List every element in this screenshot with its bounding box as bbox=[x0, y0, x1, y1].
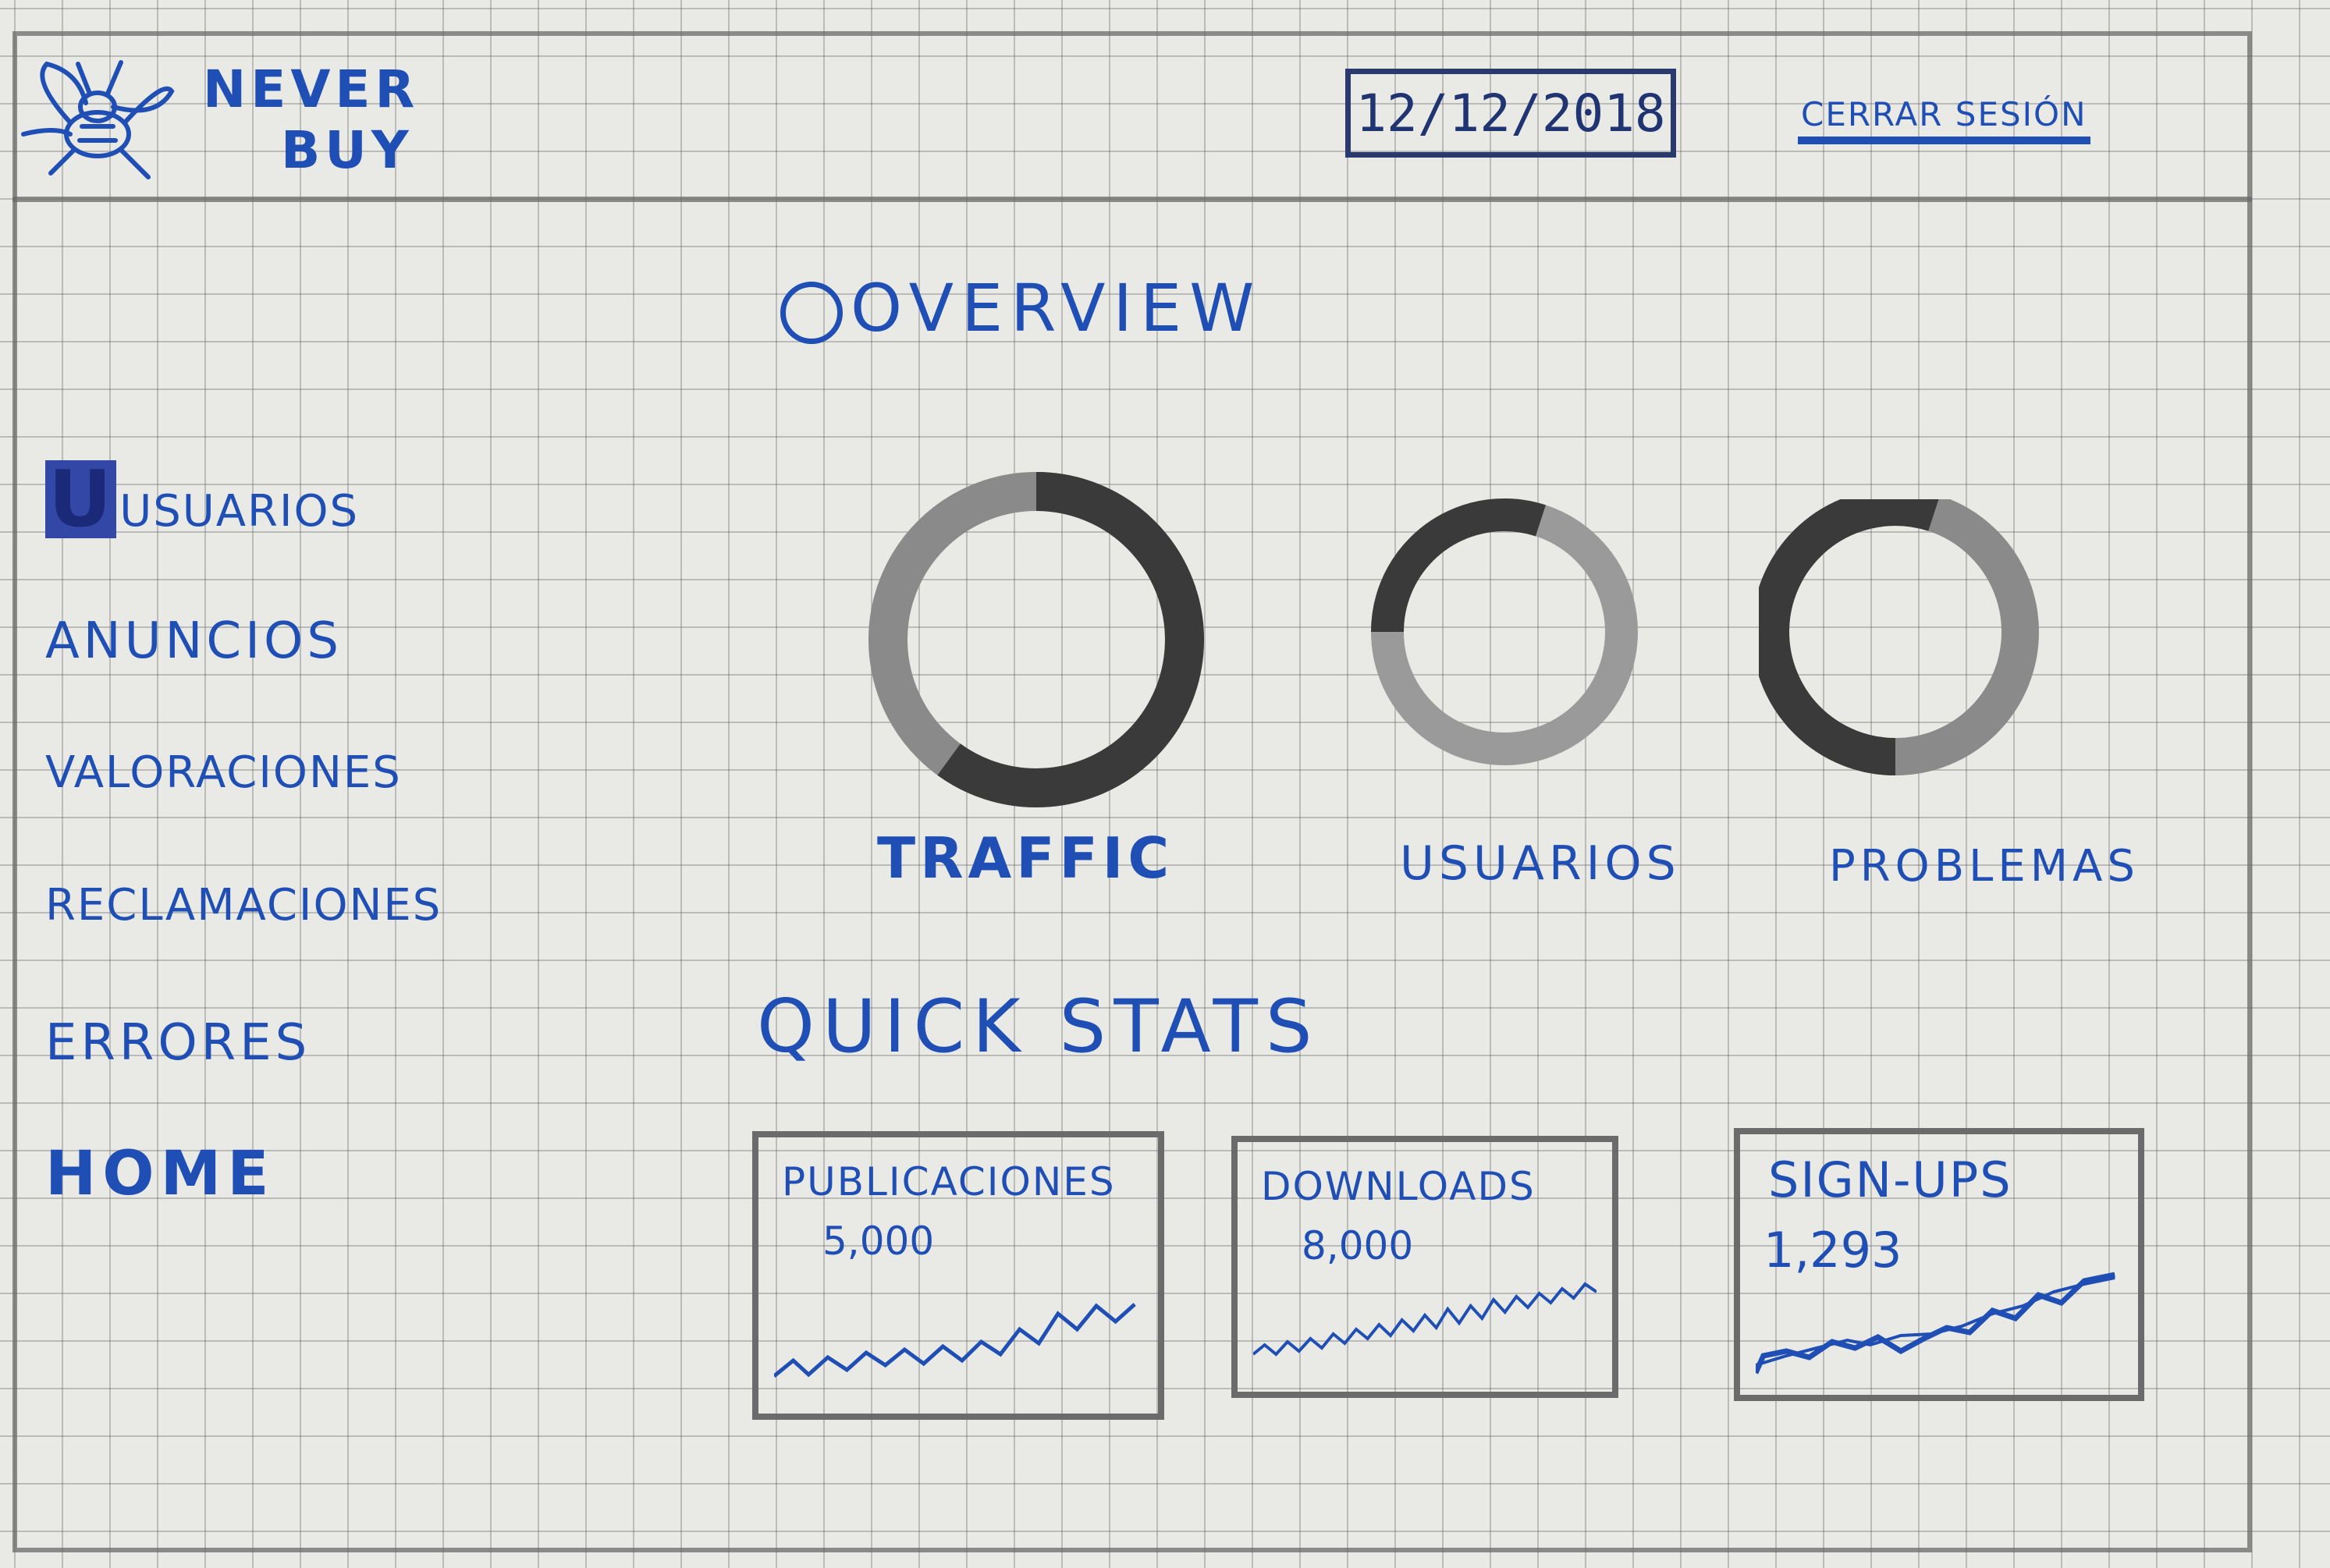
stat-value: 1,293 bbox=[1763, 1222, 1902, 1279]
sidebar-item-reclamaciones[interactable]: RECLAMACIONES bbox=[45, 880, 442, 931]
sidebar-item-anuncios[interactable]: ANUNCIOS bbox=[45, 612, 343, 670]
wireframe-border bbox=[12, 31, 2252, 1552]
logo-text-never: NEVER bbox=[203, 59, 420, 119]
logo-text-buy: BUY bbox=[281, 120, 414, 180]
traffic-donut-svg bbox=[868, 472, 1204, 807]
publicaciones-stat-card[interactable]: PUBLICACIONES 5,000 bbox=[752, 1131, 1164, 1420]
logout-link[interactable]: CERRAR SESIÓN bbox=[1798, 95, 2090, 144]
usuarios-initial-badge: U bbox=[45, 460, 117, 538]
sidebar-item-label: USUARIOS bbox=[119, 486, 360, 537]
overview-heading: OVERVIEW bbox=[780, 270, 1262, 346]
stat-label: PUBLICACIONES bbox=[782, 1159, 1116, 1204]
donut-fill bbox=[868, 472, 1204, 807]
stat-label: DOWNLOADS bbox=[1261, 1164, 1536, 1209]
date-display[interactable]: 12/12/2018 bbox=[1345, 69, 1676, 158]
header-divider bbox=[12, 197, 2252, 202]
bee-logo-icon bbox=[21, 60, 175, 179]
sidebar-item-errores[interactable]: ERRORES bbox=[45, 1014, 311, 1072]
publicaciones-sparkline bbox=[774, 1303, 1136, 1378]
sidebar-item-valoraciones[interactable]: VALORACIONES bbox=[45, 747, 402, 798]
traffic-label: TRAFFIC bbox=[877, 825, 1174, 891]
donut-fill bbox=[1371, 498, 1638, 765]
donut-fill bbox=[1752, 488, 2039, 775]
stat-value: 8,000 bbox=[1302, 1223, 1414, 1268]
app-logo[interactable]: NEVER BUY bbox=[16, 48, 453, 197]
quick-stats-heading: QUICK STATS bbox=[757, 984, 1320, 1070]
downloads-sparkline bbox=[1253, 1282, 1597, 1357]
usuarios-donut-svg bbox=[1371, 498, 1638, 765]
signups-sparkline bbox=[1756, 1272, 2115, 1375]
traffic-donut-chart[interactable] bbox=[857, 460, 1216, 819]
signups-stat-card[interactable]: SIGN-UPS 1,293 bbox=[1734, 1128, 2144, 1401]
problemas-donut-chart[interactable] bbox=[1752, 488, 2118, 858]
usuarios-label: USUARIOS bbox=[1400, 836, 1681, 891]
problemas-donut-svg bbox=[1752, 488, 2039, 775]
downloads-stat-card[interactable]: DOWNLOADS 8,000 bbox=[1231, 1136, 1618, 1398]
stat-value: 5,000 bbox=[822, 1219, 935, 1264]
usuarios-donut-chart[interactable] bbox=[1341, 491, 1700, 850]
sidebar-item-home[interactable]: HOME bbox=[45, 1139, 275, 1209]
stat-label: SIGN-UPS bbox=[1768, 1151, 2012, 1208]
overview-circle-icon bbox=[780, 282, 843, 345]
problemas-label: PROBLEMAS bbox=[1829, 841, 2140, 892]
overview-title: OVERVIEW bbox=[851, 270, 1263, 346]
